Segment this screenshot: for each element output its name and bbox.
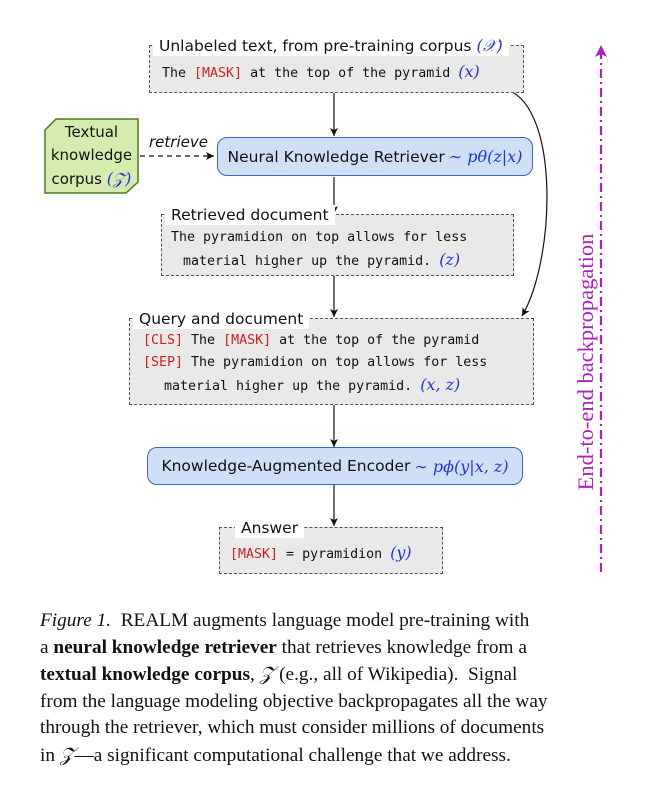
query-l3: material higher up the pyramid. [164, 379, 421, 394]
unlabeled-mask-token: [MASK] [194, 66, 243, 81]
query-line1: [CLS] The [MASK] at the top of the pyram… [143, 330, 479, 352]
caption-l6-a: in [40, 744, 60, 766]
retriever-formula: ∼ pθ(z|x) [448, 147, 523, 166]
caption-line1: Figure 1. REALM augments language model … [40, 608, 630, 635]
unlabeled-title-var: (𝒳) [476, 36, 503, 55]
caption-l2-bold: neural knowledge retriever [53, 636, 277, 658]
neural-knowledge-retriever-box: Neural Knowledge Retriever ∼ pθ(z|x) [217, 137, 533, 176]
query-var: (x, z) [420, 375, 461, 394]
query-line2: [SEP] The pyramidion on top allows for l… [143, 352, 487, 374]
unlabeled-var: (x) [458, 62, 480, 81]
encoder-label: Knowledge-Augmented Encoder [161, 457, 411, 475]
sep-token: [SEP] [143, 355, 184, 370]
figure-caption: Figure 1. REALM augments language model … [40, 608, 630, 770]
caption-line4: from the language modeling objective bac… [40, 690, 548, 712]
query-line3: material higher up the pyramid. (x, z) [164, 374, 460, 398]
query-l1-a: The [183, 333, 224, 348]
knowledge-augmented-encoder-box: Knowledge-Augmented Encoder ∼ pϕ(y|x, z) [147, 447, 523, 485]
retriever-label: Neural Knowledge Retriever [227, 147, 445, 166]
unlabeled-pre: The [162, 66, 195, 81]
corpus-label: Textual knowledge corpus (𝒵) [44, 121, 139, 191]
corpus-shape [44, 118, 139, 194]
corpus-var: (𝒵) [106, 169, 132, 188]
query-l2: The pyramidion on top allows for less [183, 355, 488, 370]
unlabeled-post: at the top of the pyramid [242, 66, 459, 81]
unlabeled-title-text: Unlabeled text, from pre-training corpus [159, 37, 472, 55]
corpus-line2: knowledge [50, 146, 133, 164]
answer-var: (y) [390, 543, 412, 562]
caption-figure-label: Figure 1. [40, 610, 112, 631]
retrieve-label: retrieve [149, 133, 208, 151]
caption-l1-rest: REALM augments language model pre-traini… [111, 610, 530, 631]
caption-l2-c: that retrieves knowledge from a [276, 636, 527, 658]
query-l1-b: at the top of the pyramid [271, 333, 480, 348]
caption-line6: in 𝒵—a significant computational challen… [40, 742, 630, 770]
backprop-label: End-to-end backpropagation [573, 233, 598, 491]
unlabeled-text-content: The [MASK] at the top of the pyramid (x) [162, 61, 480, 85]
query-document-title: Query and document [133, 309, 310, 329]
caption-l3-z: 𝒵 [259, 662, 275, 686]
retrieved-document-title: Retrieved document [165, 205, 335, 225]
retrieved-line2-row: material higher up the pyramid. (z) [183, 249, 460, 273]
query-document-box [129, 318, 534, 405]
caption-l6-z: 𝒵 [59, 742, 75, 766]
retrieved-var: (z) [439, 250, 461, 269]
caption-line2: a neural knowledge retriever that retrie… [40, 635, 630, 662]
encoder-formula: ∼ pϕ(y|x, z) [414, 456, 509, 476]
unlabeled-text-title: Unlabeled text, from pre-training corpus… [153, 36, 509, 56]
connectors [140, 45, 607, 572]
caption-line5: through the retriever, which must consid… [40, 717, 545, 739]
corpus-line3: corpus [51, 170, 102, 188]
retrieved-line2: material higher up the pyramid. [183, 254, 440, 269]
caption-l6-b: —a significant computational challenge t… [74, 744, 511, 766]
caption-l2-a: a [40, 636, 54, 658]
corpus-line1: Textual [64, 123, 119, 141]
caption-l3-c: (e.g., all of Wikipedia). Signal [274, 664, 518, 686]
caption-l3-bold: textual knowledge corpus [40, 664, 250, 686]
retrieved-line1: The pyramidion on top allows for less [171, 230, 468, 245]
caption-line3: textual knowledge corpus, 𝒵 (e.g., all o… [40, 661, 630, 689]
corpus-line3-row: corpus (𝒵) [44, 167, 139, 191]
cls-token: [CLS] [143, 333, 184, 348]
answer-title: Answer [235, 518, 305, 538]
answer-mask-token: [MASK] [230, 547, 279, 562]
arrow-unlabeled-to-query-curve [507, 89, 548, 317]
answer-content: [MASK] = pyramidion (y) [230, 542, 412, 566]
query-mask-token: [MASK] [223, 333, 272, 348]
caption-l3-b: , [249, 664, 260, 686]
answer-eq: = pyramidion [278, 547, 391, 562]
